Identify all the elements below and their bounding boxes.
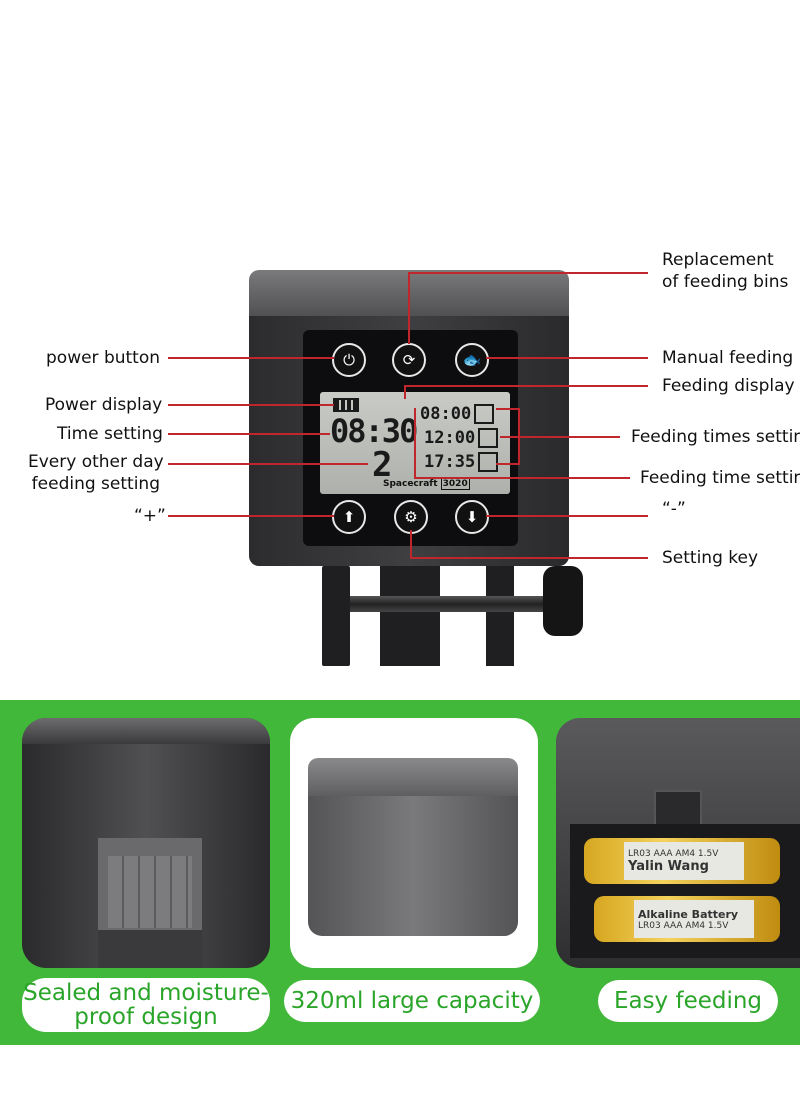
sealed-door xyxy=(98,838,202,968)
minus-button[interactable]: ⬇ xyxy=(455,500,489,534)
manual-feed-button[interactable]: 🐟 xyxy=(455,343,489,377)
battery-bottom: Alkaline Battery LR03 AAA AM4 1.5V xyxy=(594,896,780,942)
label-every-other-day: Every other day feeding setting xyxy=(28,451,164,495)
label-power-display: Power display xyxy=(45,395,163,415)
portion-box-2 xyxy=(478,428,498,448)
line-plus xyxy=(168,515,334,517)
model-text: 3020 xyxy=(440,478,470,490)
lcd-brand: Spacecraft 3020 xyxy=(383,478,470,490)
clamp-knob[interactable] xyxy=(543,566,583,636)
power-icon: ⏻ xyxy=(343,351,355,369)
line-minus xyxy=(486,515,648,517)
capacity-box-body xyxy=(308,796,518,936)
label-manual-feeding: Manual feeding xyxy=(662,348,794,368)
down-arrow-icon: ⬇ xyxy=(465,508,479,526)
capacity-box-lid xyxy=(308,758,518,800)
label-time-setting: Time setting xyxy=(57,424,163,444)
portion-box-3 xyxy=(478,452,498,472)
line-feeding-display-v xyxy=(404,385,406,399)
battery-top-brand: Yalin Wang xyxy=(628,858,709,874)
line-every-other-day xyxy=(168,463,368,465)
label-plus: “+” xyxy=(134,506,166,526)
line-feeding-times-b2 xyxy=(500,436,620,438)
feature-card-easy: LR03 AAA AM4 1.5V Yalin Wang Alkaline Ba… xyxy=(556,718,800,968)
lcd-clock: 08:30 xyxy=(330,412,418,450)
label-setting-key: Setting key xyxy=(662,548,759,568)
fish-icon: 🐟 xyxy=(462,351,482,369)
battery-bottom-line: LR03 AAA AM4 1.5V xyxy=(638,920,729,931)
plus-button[interactable]: ⬆ xyxy=(332,500,366,534)
battery-top-line: LR03 AAA AM4 1.5V xyxy=(628,848,719,859)
line-replacement-h xyxy=(408,272,648,274)
lcd-day: 2 xyxy=(372,445,393,485)
label-replacement-line1: Replacement xyxy=(662,250,774,270)
lcd-time-3: 17:35 xyxy=(424,452,476,472)
clamp-screw xyxy=(350,596,550,612)
feature-label-sealed-line1: Sealed and moisture- xyxy=(23,980,269,1006)
lcd-time-1: 08:00 xyxy=(420,404,472,424)
feature-label-easy-text: Easy feeding xyxy=(613,988,763,1014)
label-minus: “-” xyxy=(662,499,686,519)
line-setting-key-v xyxy=(410,530,412,558)
battery-bottom-label: Alkaline Battery LR03 AAA AM4 1.5V xyxy=(634,900,754,938)
clamp-right xyxy=(486,566,514,666)
line-setting-key-h xyxy=(410,557,648,559)
line-feeding-time-h xyxy=(414,477,630,479)
line-feeding-times-b3 xyxy=(496,463,520,465)
line-replacement-v xyxy=(408,272,410,344)
sealed-lid-edge xyxy=(22,718,270,744)
feature-card-capacity xyxy=(290,718,538,968)
power-button[interactable]: ⏻ xyxy=(332,343,366,377)
battery-top-label: LR03 AAA AM4 1.5V Yalin Wang xyxy=(624,842,744,880)
battery-bottom-brand: Alkaline Battery xyxy=(638,907,739,921)
label-every-other-day-line1: Every other day xyxy=(28,452,164,472)
label-every-other-day-line2: feeding setting xyxy=(31,474,160,494)
feature-card-sealed xyxy=(22,718,270,968)
label-feeding-display: Feeding display xyxy=(662,376,795,396)
battery-top: LR03 AAA AM4 1.5V Yalin Wang xyxy=(584,838,780,884)
setting-button[interactable]: ⚙ xyxy=(394,500,428,534)
sealed-door-slot xyxy=(108,856,192,928)
feature-label-sealed: Sealed and moisture- proof design xyxy=(22,978,270,1032)
lcd-time-2: 12:00 xyxy=(424,428,476,448)
feature-label-sealed-line2: proof design xyxy=(74,1004,218,1030)
clamp-left xyxy=(322,566,350,666)
feature-label-capacity-text: 320ml large capacity xyxy=(290,988,534,1014)
line-feeding-time-bracket-v xyxy=(414,408,416,478)
battery-icon xyxy=(333,398,359,412)
bin-rotate-icon: ⟳ xyxy=(402,351,416,369)
feature-label-easy: Easy feeding xyxy=(598,980,778,1022)
line-time-setting xyxy=(168,433,330,435)
up-arrow-icon: ⬆ xyxy=(342,508,356,526)
portion-box-1 xyxy=(474,404,494,424)
clamp-middle xyxy=(380,566,440,666)
label-feeding-time-setting: Feeding time settin xyxy=(640,468,800,488)
gear-icon: ⚙ xyxy=(404,508,418,526)
replace-bin-button[interactable]: ⟳ xyxy=(392,343,426,377)
line-manual-feeding xyxy=(486,357,648,359)
label-replacement-line2: of feeding bins xyxy=(662,272,789,292)
line-power-display xyxy=(168,404,334,406)
line-power-button xyxy=(168,357,334,359)
line-feeding-display xyxy=(404,385,648,387)
line-feeding-times-b1 xyxy=(496,408,520,410)
label-replacement: Replacement of feeding bins xyxy=(662,249,788,293)
brand-text: Spacecraft xyxy=(383,479,438,489)
feature-label-capacity: 320ml large capacity xyxy=(284,980,540,1022)
label-power-button: power button xyxy=(46,348,161,368)
label-feeding-times-setting: Feeding times settin xyxy=(631,427,800,447)
sealed-door-base xyxy=(98,930,202,968)
